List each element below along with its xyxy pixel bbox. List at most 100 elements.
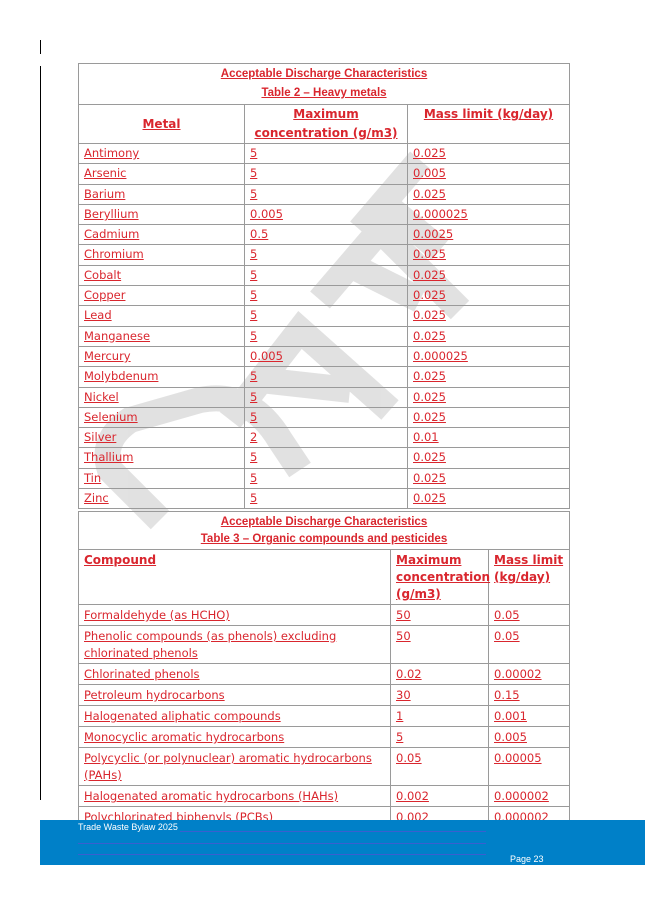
concentration-cell[interactable]: 5 xyxy=(390,726,489,748)
concentration-cell[interactable]: 0.005 xyxy=(244,345,408,368)
mass-limit-cell[interactable]: 0.05 xyxy=(487,604,571,626)
mass-limit-cell[interactable]: 0.00002 xyxy=(487,663,571,685)
concentration-cell[interactable]: 5 xyxy=(244,264,408,287)
name-cell[interactable]: Antimony xyxy=(78,142,245,165)
name-cell[interactable]: Thallium xyxy=(78,447,245,469)
concentration-cell[interactable]: 5 xyxy=(244,366,408,388)
concentration-cell[interactable]: 0.05 xyxy=(390,747,489,786)
mass-limit-cell[interactable]: 0.025 xyxy=(407,467,570,490)
mass-limit-cell[interactable]: 0.000025 xyxy=(407,345,570,368)
mass-limit-cell[interactable]: 0.025 xyxy=(407,386,570,408)
page-footer: Trade Waste Bylaw 2025 Page 23 xyxy=(40,820,645,865)
concentration-cell[interactable]: 5 xyxy=(244,325,408,347)
concentration-cell[interactable]: 5 xyxy=(244,305,408,327)
name-cell[interactable]: Halogenated aromatic hydrocarbons (HAHs) xyxy=(78,785,391,807)
name-cell[interactable]: Nickel xyxy=(78,386,245,408)
concentration-cell[interactable]: 2 xyxy=(244,427,408,449)
concentration-cell[interactable]: 5 xyxy=(244,244,408,266)
mass-limit-cell[interactable]: 0.025 xyxy=(407,488,570,510)
margin-bar xyxy=(40,40,41,54)
name-cell[interactable]: Cadmium xyxy=(78,224,245,246)
concentration-cell[interactable]: 5 xyxy=(244,406,408,429)
name-cell[interactable]: Polycyclic (or polynuclear) aromatic hyd… xyxy=(78,747,391,786)
name-cell[interactable]: Molybdenum xyxy=(78,366,245,388)
name-cell[interactable]: Copper xyxy=(78,285,245,307)
mass-limit-cell[interactable]: 0.000002 xyxy=(487,785,571,807)
name-cell[interactable]: Formaldehyde (as HCHO) xyxy=(78,604,391,626)
mass-limit-cell[interactable]: 0.025 xyxy=(407,264,570,287)
name-cell[interactable]: Monocyclic aromatic hydrocarbons xyxy=(78,726,391,748)
concentration-cell[interactable]: 0.5 xyxy=(244,224,408,246)
name-cell[interactable]: Cobalt xyxy=(78,264,245,287)
concentration-cell[interactable]: 5 xyxy=(244,183,408,205)
name-cell[interactable]: Phenolic compounds (as phenols) excludin… xyxy=(78,625,391,664)
mass-limit-cell[interactable]: 0.025 xyxy=(407,244,570,266)
concentration-cell[interactable]: 0.02 xyxy=(390,663,489,685)
mass-limit-cell[interactable]: 0.005 xyxy=(407,163,570,185)
name-cell[interactable]: Petroleum hydrocarbons xyxy=(78,684,391,706)
name-cell[interactable]: Arsenic xyxy=(78,163,245,185)
name-cell[interactable]: Zinc xyxy=(78,488,245,510)
concentration-cell[interactable]: 5 xyxy=(244,285,408,307)
mass-limit-cell[interactable]: 0.001 xyxy=(487,705,571,727)
name-cell[interactable]: Manganese xyxy=(78,325,245,347)
table-row: Halogenated aromatic hydrocarbons (HAHs)… xyxy=(78,785,571,807)
concentration-cell[interactable]: 0.005 xyxy=(244,203,408,226)
name-cell[interactable]: Barium xyxy=(78,183,245,205)
name-cell[interactable]: Beryllium xyxy=(78,203,245,226)
mass-limit-cell[interactable]: 0.05 xyxy=(487,625,571,664)
mass-limit-cell[interactable]: 0.025 xyxy=(407,183,570,205)
name-cell[interactable]: Mercury xyxy=(78,345,245,368)
name-cell[interactable]: Chlorinated phenols xyxy=(78,663,391,685)
mass-limit-cell[interactable]: 0.025 xyxy=(407,366,570,388)
table-row: Phenolic compounds (as phenols) excludin… xyxy=(78,625,571,664)
margin-bar xyxy=(40,66,41,800)
mass-limit-cell[interactable]: 0.000025 xyxy=(407,203,570,226)
header-metal: Metal xyxy=(78,104,245,144)
concentration-cell[interactable]: 0.002 xyxy=(390,785,489,807)
header-mass-limit: Mass limit (kg/day) xyxy=(487,549,571,605)
mass-limit-cell[interactable]: 0.00005 xyxy=(487,747,571,786)
concentration-cell[interactable]: 5 xyxy=(244,447,408,469)
name-cell[interactable]: Chromium xyxy=(78,244,245,266)
name-cell[interactable]: Lead xyxy=(78,305,245,327)
mass-limit-cell[interactable]: 0.025 xyxy=(407,142,570,165)
concentration-cell[interactable]: 50 xyxy=(390,604,489,626)
mass-limit-cell[interactable]: 0.025 xyxy=(407,305,570,327)
header-max-concentration: Maximum concentration (g/m3) xyxy=(244,104,408,144)
concentration-cell[interactable]: 50 xyxy=(390,625,489,664)
concentration-cell[interactable]: 30 xyxy=(390,684,489,706)
name-cell[interactable]: Halogenated aliphatic compounds xyxy=(78,705,391,727)
mass-limit-cell[interactable]: 0.025 xyxy=(407,406,570,429)
concentration-cell[interactable]: 1 xyxy=(390,705,489,727)
mass-limit-cell[interactable]: 0.025 xyxy=(407,285,570,307)
name-cell[interactable]: Silver xyxy=(78,427,245,449)
name-cell[interactable]: Selenium xyxy=(78,406,245,429)
name-cell[interactable]: Tin xyxy=(78,467,245,490)
footer-title: Trade Waste Bylaw 2025 xyxy=(78,822,178,832)
concentration-cell[interactable]: 5 xyxy=(244,142,408,165)
mass-limit-cell[interactable]: 0.0025 xyxy=(407,224,570,246)
concentration-cell[interactable]: 5 xyxy=(244,163,408,185)
mass-limit-cell[interactable]: 0.005 xyxy=(487,726,571,748)
mass-limit-cell[interactable]: 0.01 xyxy=(407,427,570,449)
mass-limit-cell[interactable]: 0.15 xyxy=(487,684,571,706)
concentration-cell[interactable]: 5 xyxy=(244,467,408,490)
concentration-cell[interactable]: 5 xyxy=(244,386,408,408)
mass-limit-cell[interactable]: 0.025 xyxy=(407,325,570,347)
mass-limit-cell[interactable]: 0.025 xyxy=(407,447,570,469)
concentration-cell[interactable]: 5 xyxy=(244,488,408,510)
